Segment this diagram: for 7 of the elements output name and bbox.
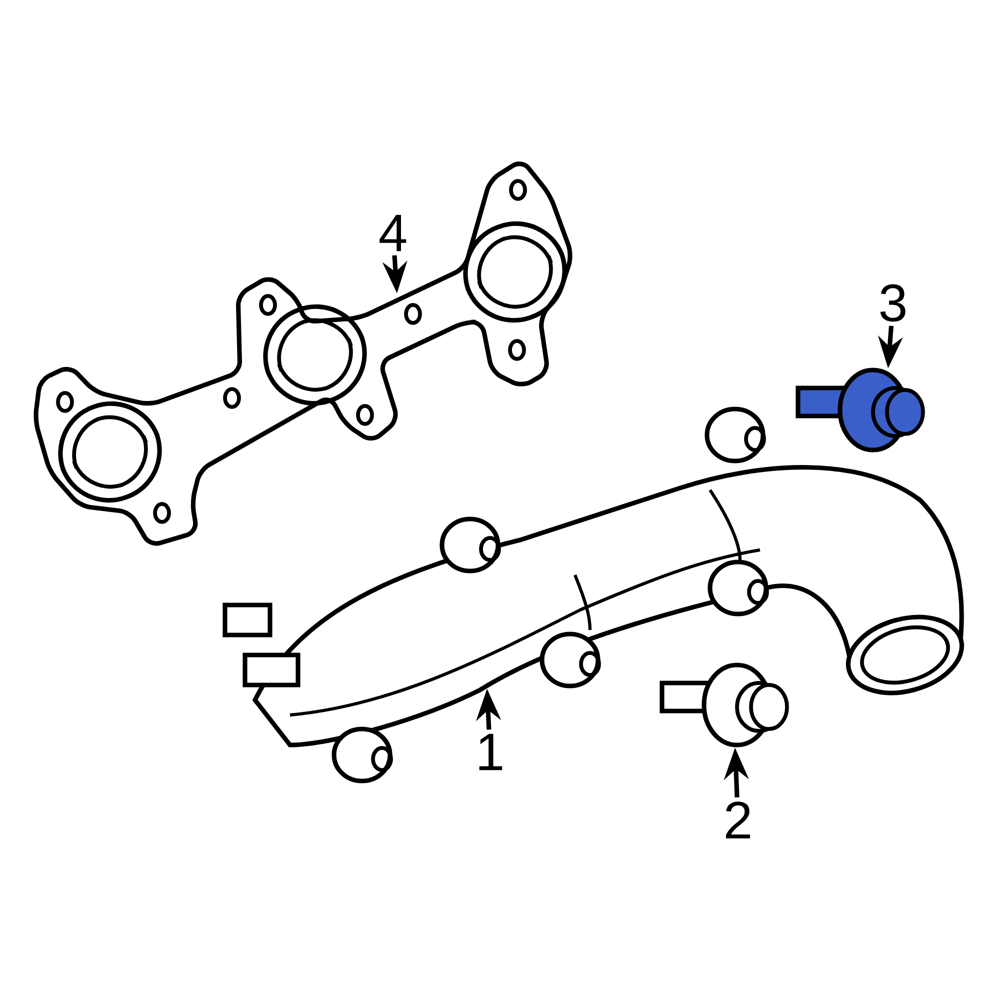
callout-number: 3 — [880, 284, 906, 322]
callout-number: 4 — [380, 214, 406, 252]
callout-number: 2 — [726, 802, 750, 838]
callout-number: 1 — [479, 734, 502, 770]
bolt-drawing — [660, 662, 789, 748]
bolt-drawing — [796, 368, 925, 452]
gasket-drawing — [34, 162, 572, 546]
